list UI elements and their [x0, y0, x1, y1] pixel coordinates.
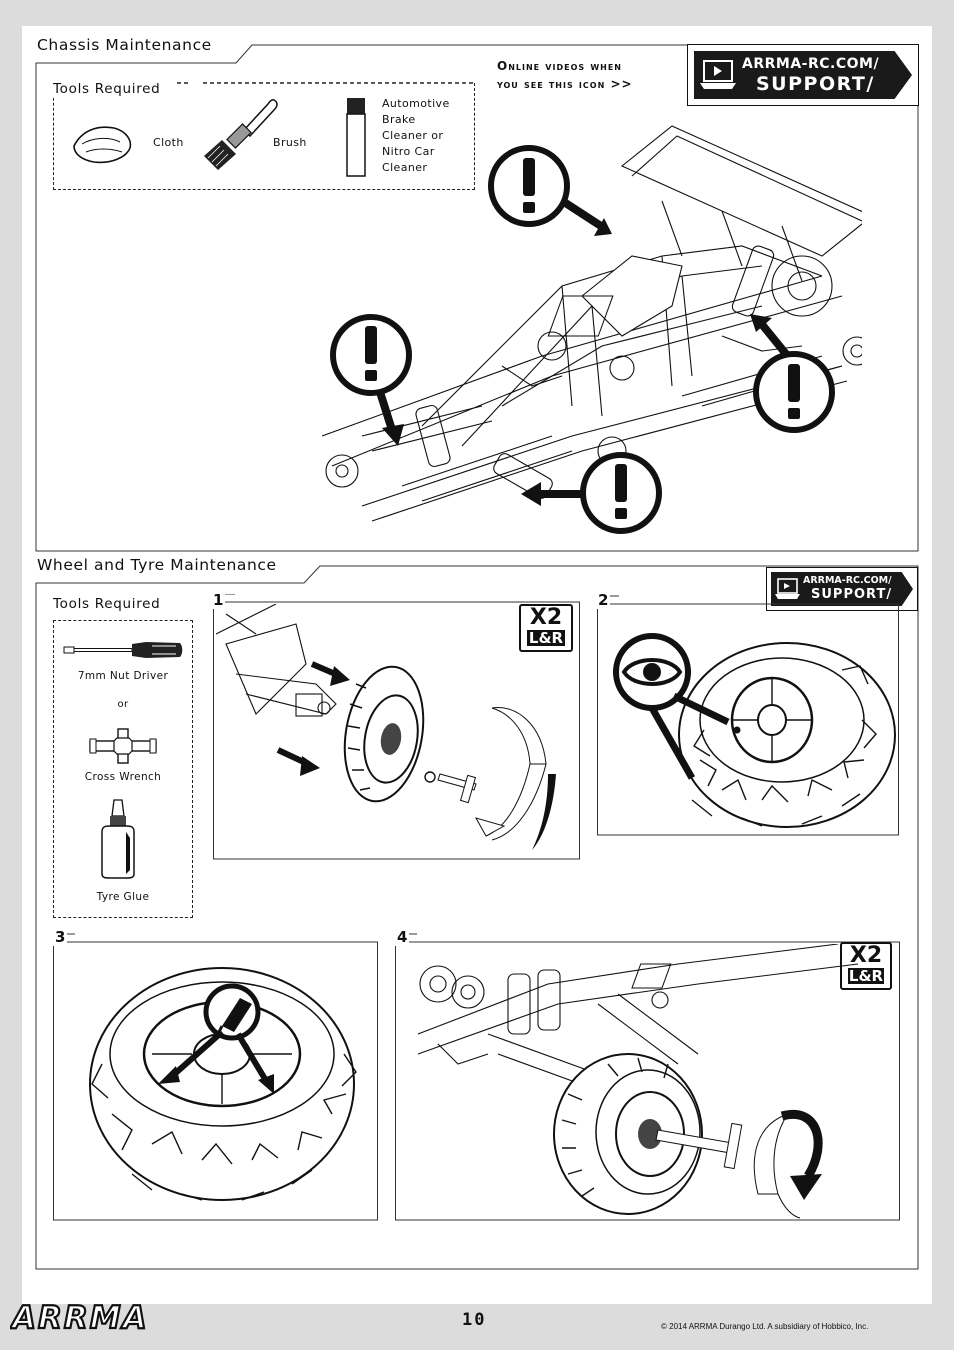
support-badge[interactable]: ARRMA-RC.COM/ SUPPORT/	[687, 44, 919, 106]
cloth-icon	[73, 126, 132, 164]
brush-icon	[204, 99, 278, 170]
wheel-frame	[35, 565, 919, 1270]
tyre-glue-icon	[101, 799, 135, 879]
step-1-illustration	[216, 604, 556, 850]
cloth-label: Cloth	[153, 136, 184, 149]
tyre-glue-label: Tyre Glue	[96, 891, 150, 903]
support-badge-small-line1: ARRMA-RC.COM/	[803, 575, 892, 586]
step-1-number: 1	[211, 591, 226, 609]
rotate-arrow-icon	[753, 1109, 823, 1219]
nut-driver-icon	[63, 642, 183, 658]
chassis-tools-box	[53, 83, 475, 190]
copyright: © 2014 ARRMA Durango Ltd. A subsidiary o…	[661, 1322, 869, 1331]
x2-badge-bottom: L&R	[848, 967, 884, 985]
step-3-illustration	[89, 967, 357, 1201]
or-label: or	[117, 699, 129, 710]
cleaner-can-icon	[346, 98, 366, 177]
support-badge-small-line2: SUPPORT/	[811, 587, 893, 602]
step-2-number: 2	[596, 591, 611, 609]
eye-icon	[613, 633, 730, 780]
exclamation-icon	[750, 314, 835, 433]
manual-page: Chassis Maintenance Tools Required Cloth…	[22, 26, 932, 1304]
online-line-2: you see this icon >>	[497, 77, 633, 91]
cleaner-line: Cleaner	[382, 161, 428, 174]
step-4-number: 4	[395, 928, 410, 946]
arrma-logo: ARRMA	[10, 1299, 149, 1334]
chassis-illustration	[321, 125, 862, 522]
brush-label: Brush	[273, 136, 307, 149]
support-badge-small-bg: ARRMA-RC.COM/ SUPPORT/	[771, 572, 913, 606]
cleaner-line: Automotive	[382, 97, 450, 110]
support-badge-small[interactable]: ARRMA-RC.COM/ SUPPORT/	[766, 567, 918, 611]
online-line-1: Online videos when	[497, 59, 623, 73]
wheel-tools-title: Tools Required	[53, 596, 161, 612]
x2-badge-top: X2	[529, 605, 563, 630]
rotate-arrow-icon	[474, 707, 556, 850]
support-badge-line2: SUPPORT/	[756, 73, 875, 95]
wheel-section-title: Wheel and Tyre Maintenance	[37, 556, 277, 574]
x2-badge-bottom: L&R	[527, 629, 565, 647]
exclamation-icon	[521, 452, 662, 534]
chassis-tools-box-top	[177, 82, 473, 84]
chassis-section-title: Chassis Maintenance	[37, 36, 212, 54]
x2-lr-badge: X2 L&R	[840, 942, 892, 990]
support-badge-bg: ARRMA-RC.COM/ SUPPORT/	[694, 51, 912, 99]
nut-driver-label: 7mm Nut Driver	[77, 670, 169, 682]
cross-wrench-icon	[89, 728, 157, 764]
chassis-tools-title: Tools Required	[53, 81, 167, 97]
cross-wrench-label: Cross Wrench	[84, 771, 162, 783]
x2-badge-top: X2	[849, 943, 883, 968]
wheel-tools-box	[53, 620, 193, 918]
exclamation-icon	[330, 314, 412, 446]
cleaner-line: Nitro Car	[382, 145, 435, 158]
online-videos-note: Online videos when you see this icon >>	[497, 57, 633, 93]
step-3-number: 3	[53, 928, 68, 946]
x2-lr-badge: X2 L&R	[519, 604, 573, 652]
arrma-logo-text: ARRMA	[10, 1300, 149, 1334]
exclamation-icon	[488, 145, 612, 236]
support-laptop-icon	[775, 578, 800, 599]
cleaner-line: Brake	[382, 113, 416, 126]
support-laptop-icon	[700, 60, 736, 89]
cleaner-label: Automotive Brake Cleaner or Nitro Car Cl…	[382, 96, 450, 176]
page-number: 10	[462, 1310, 487, 1330]
cleaner-line: Cleaner or	[382, 129, 444, 142]
step-2-illustration	[613, 633, 896, 828]
step-4-illustration	[417, 944, 859, 1219]
support-badge-line1: ARRMA-RC.COM/	[742, 56, 880, 72]
